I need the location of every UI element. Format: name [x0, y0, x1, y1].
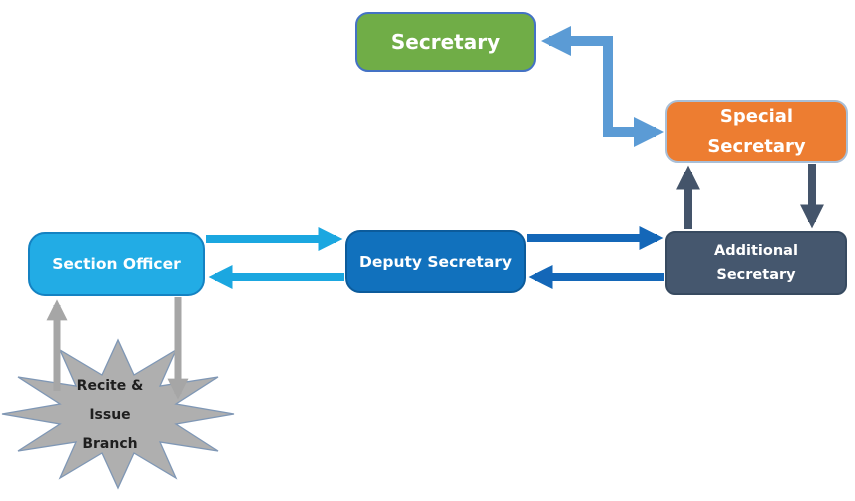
- node-special-secretary-label-line1: Special: [719, 105, 794, 127]
- recite-issue-branch-line2: Issue: [89, 407, 131, 423]
- node-secretary-label: Secretary: [390, 30, 501, 54]
- node-deputy-secretary: Deputy Secretary: [345, 230, 526, 293]
- node-section-officer-label: Section Officer: [52, 255, 181, 273]
- secretary-special-secretary-connector: [541, 26, 664, 147]
- node-recite-issue-branch-label: Recite & Issue Branch: [45, 372, 175, 459]
- node-deputy-secretary-label: Deputy Secretary: [358, 252, 513, 271]
- recite-issue-branch-line1: Recite &: [76, 378, 144, 394]
- node-additional-secretary-label-line1: Additional: [714, 243, 798, 259]
- node-secretary: Secretary: [355, 12, 536, 72]
- recite-issue-branch-line3: Branch: [82, 436, 138, 452]
- node-special-secretary-label-line2: Secretary: [707, 135, 806, 157]
- node-special-secretary: Special Secretary: [665, 100, 848, 163]
- node-section-officer: Section Officer: [28, 232, 205, 296]
- node-additional-secretary-label-line2: Secretary: [716, 267, 796, 283]
- node-additional-secretary: Additional Secretary: [665, 231, 847, 295]
